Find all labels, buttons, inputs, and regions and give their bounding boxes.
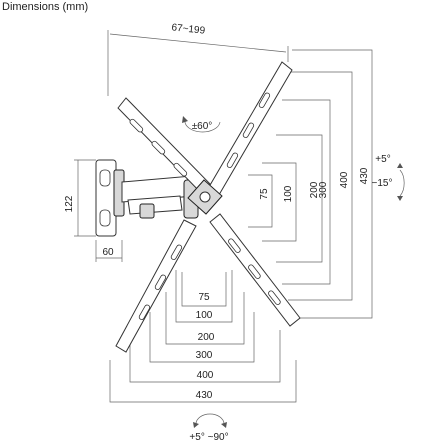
rotation-left-arrow-icon <box>193 422 199 428</box>
vesa-h-75-label: 75 <box>198 292 210 303</box>
vesa-h-100-label: 100 <box>196 310 213 321</box>
arm-joint <box>139 203 155 219</box>
slot <box>242 122 255 138</box>
vesa-h-400-label: 400 <box>197 370 214 381</box>
vesa-v-400-label: 400 <box>339 171 350 188</box>
swivel-arc <box>184 119 221 133</box>
wall-plate-dimensions: 122 60 <box>64 159 123 262</box>
slot <box>173 162 188 177</box>
arm-extension-label: 67~199 <box>171 22 206 37</box>
wall-mount-assembly <box>95 159 199 237</box>
horizontal-vesa-labels: 75 100 200 300 400 430 <box>196 292 215 401</box>
horizontal-vesa-brackets <box>109 270 297 403</box>
vesa-v-430-label: 430 <box>359 167 370 184</box>
slot <box>138 304 151 320</box>
vesa-h-300-label: 300 <box>196 350 213 361</box>
swivel-indicator: ±60° <box>182 116 221 133</box>
vesa-h-400-bracket <box>129 330 281 383</box>
vesa-v-100-label: 100 <box>283 185 294 202</box>
vesa-h-100-bracket <box>175 270 233 323</box>
tilt-down-arrow-icon <box>397 196 403 201</box>
vesa-v-100-bracket <box>262 162 297 242</box>
vesa-v-200-bracket <box>276 134 323 263</box>
vesa-v-430-bracket <box>292 49 373 319</box>
arm-extension-dimension: 67~199 <box>107 22 289 96</box>
wall-plate-width-label: 60 <box>102 247 114 258</box>
vesa-v-200-label: 200 <box>309 181 320 198</box>
vesa-v-75-bracket <box>248 174 273 228</box>
vesa-v-400-bracket <box>288 71 353 301</box>
slot <box>151 140 166 155</box>
vesa-v-300-bracket <box>282 99 331 285</box>
slot <box>268 290 281 305</box>
tilt-up-label: +5° <box>375 154 390 165</box>
slot <box>248 264 261 279</box>
vesa-h-300-bracket <box>149 312 255 363</box>
slot <box>170 244 183 260</box>
tilt-up-arrow-icon <box>397 163 403 168</box>
rotation-label: +5° ~90° <box>189 432 228 443</box>
tilt-arc <box>399 169 405 197</box>
slot <box>226 152 239 168</box>
vesa-h-430-bracket <box>109 360 297 403</box>
center-hub-bolt <box>199 191 211 203</box>
extension-dimension-line <box>109 33 287 53</box>
vesa-v-75-label: 75 <box>259 188 270 200</box>
wall-plate-slot-top <box>99 169 111 187</box>
tilt-indicator: +5° −15° <box>372 154 405 201</box>
arm-slots <box>129 92 281 320</box>
slot <box>228 238 241 253</box>
swivel-label: ±60° <box>192 121 213 132</box>
vertical-vesa-brackets <box>248 49 373 319</box>
vesa-h-200-bracket <box>165 292 245 345</box>
rotation-arc <box>195 413 225 425</box>
tilt-down-label: −15° <box>372 178 393 189</box>
vesa-x-bracket <box>115 61 301 353</box>
swivel-arrow-icon <box>182 116 188 123</box>
wall-plate-height-label: 122 <box>64 195 75 212</box>
wall-plate-slot-bottom <box>99 209 111 227</box>
slot <box>129 118 144 133</box>
slot <box>154 274 167 290</box>
diagram-title: Dimensions (mm) <box>2 1 88 13</box>
slot <box>258 92 271 108</box>
vesa-h-200-label: 200 <box>198 332 215 343</box>
vesa-v-300-label: 300 <box>318 181 329 198</box>
vertical-vesa-labels: 75 100 200 300 400 430 <box>259 167 370 202</box>
rotation-right-arrow-icon <box>221 422 227 428</box>
vesa-h-75-bracket <box>181 272 227 307</box>
vesa-h-430-label: 430 <box>196 390 213 401</box>
rotation-indicator: +5° ~90° <box>189 413 229 443</box>
